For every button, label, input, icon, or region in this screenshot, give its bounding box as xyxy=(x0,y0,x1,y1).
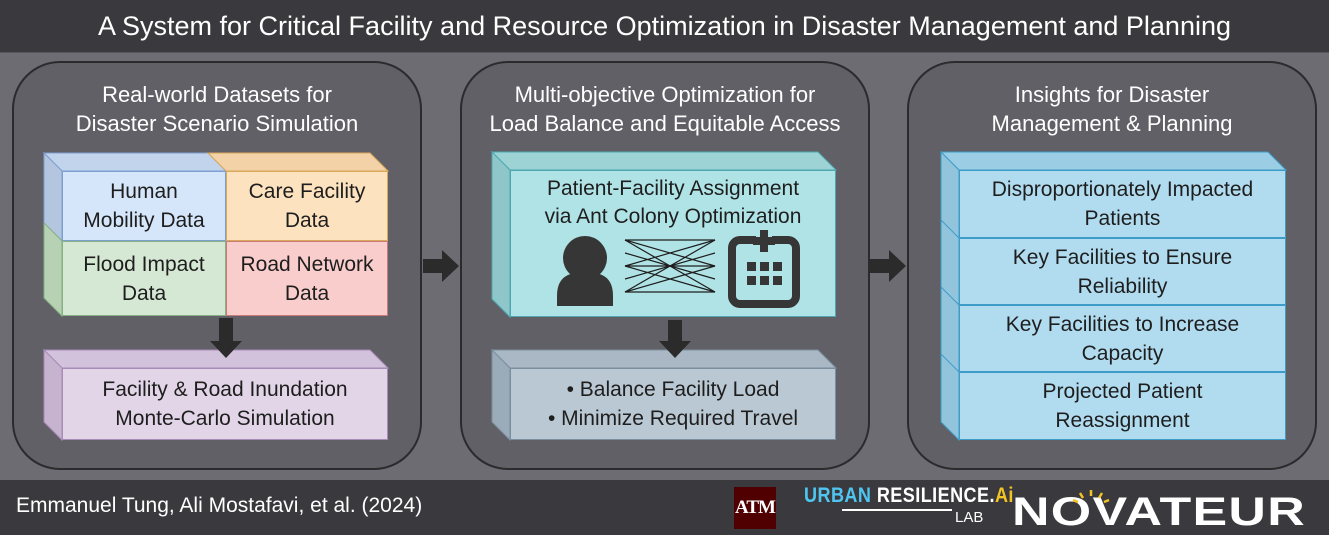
bipartite-network-icon xyxy=(624,239,716,293)
objectives-box: • Balance Facility Load • Minimize Requir… xyxy=(510,368,836,440)
hospital-icon xyxy=(728,230,800,308)
insight-1-line-1: Disproportionately Impacted xyxy=(991,178,1254,201)
road-network-label-2: Data xyxy=(284,281,330,305)
urban-resilience-ai-lab-logo: URBAN RESILIENCE.Ai LAB xyxy=(804,484,1013,532)
person-icon xyxy=(557,236,613,306)
novateur-wordmark: NOVATEUR xyxy=(1012,490,1306,530)
insight-4-line-1: Projected Patient xyxy=(1042,380,1203,403)
ura-urban-text: URBAN xyxy=(804,484,877,507)
insight-4-line-2: Reassignment xyxy=(1055,409,1190,432)
insights-title-line-2: Management & Planning xyxy=(991,111,1233,136)
datasets-panel-title: Real-world Datasets for Disaster Scenari… xyxy=(14,80,420,138)
flood-impact-label-1: Flood Impact xyxy=(83,252,205,276)
right-arrow-icon xyxy=(423,250,459,282)
ura-ai-text: Ai xyxy=(994,484,1014,507)
ura-underline xyxy=(842,509,952,511)
sun-icon xyxy=(1072,490,1110,504)
footer: Emmanuel Tung, Ali Mostafavi, et al. (20… xyxy=(0,480,1329,535)
ura-logo-wordmark: URBAN RESILIENCE.Ai xyxy=(804,484,1014,508)
diagram-title: A System for Critical Facility and Resou… xyxy=(0,0,1329,53)
optimization-panel-title: Multi-objective Optimization for Load Ba… xyxy=(462,80,868,138)
datasets-title-line-2: Disaster Scenario Simulation xyxy=(75,111,359,136)
simulation-label-2: Monte-Carlo Simulation xyxy=(115,407,335,430)
down-arrow-icon xyxy=(659,320,691,358)
objective-minimize-travel: • Minimize Required Travel xyxy=(547,407,799,430)
aco-assignment-label: Patient-Facility Assignment via Ant Colo… xyxy=(511,175,835,231)
datasets-title-line-1: Real-world Datasets for xyxy=(102,82,332,107)
human-mobility-label-1: Human xyxy=(110,180,178,203)
insight-3-line-2: Capacity xyxy=(1081,341,1164,365)
novateur-logo: NOVATEUR xyxy=(1012,490,1306,530)
ura-resilience-text: RESILIENCE. xyxy=(876,484,995,507)
objective-balance-load: • Balance Facility Load xyxy=(566,378,780,401)
insights-panel-title: Insights for Disaster Management & Plann… xyxy=(909,80,1315,138)
down-arrow-icon xyxy=(210,318,242,358)
insights-title-line-1: Insights for Disaster xyxy=(1014,82,1210,107)
tamu-logo: ATM xyxy=(734,487,776,529)
insight-2-line-1: Key Facilities to Ensure xyxy=(1012,245,1233,269)
simulation-label-1: Facility & Road Inundation xyxy=(102,378,348,401)
insight-3-line-1: Key Facilities to Increase xyxy=(1005,312,1240,336)
author-credit: Emmanuel Tung, Ali Mostafavi, et al. (20… xyxy=(16,494,423,517)
optimization-title-line-2: Load Balance and Equitable Access xyxy=(489,111,841,136)
road-network-label-1: Road Network xyxy=(240,252,374,276)
right-arrow-icon xyxy=(870,250,906,282)
optimization-title-line-1: Multi-objective Optimization for xyxy=(514,82,816,107)
human-mobility-label-2: Mobility Data xyxy=(83,209,205,232)
insight-1-line-2: Patients xyxy=(1084,207,1161,230)
aco-label-1: Patient-Facility Assignment xyxy=(546,177,800,200)
flood-impact-label-2: Data xyxy=(121,281,167,305)
ura-lab-text: LAB xyxy=(955,509,984,526)
care-facility-label-2: Data xyxy=(284,209,330,232)
aco-label-2: via Ant Colony Optimization xyxy=(544,205,802,228)
care-facility-label-1: Care Facility xyxy=(248,180,366,203)
insight-2-line-2: Reliability xyxy=(1077,274,1168,298)
